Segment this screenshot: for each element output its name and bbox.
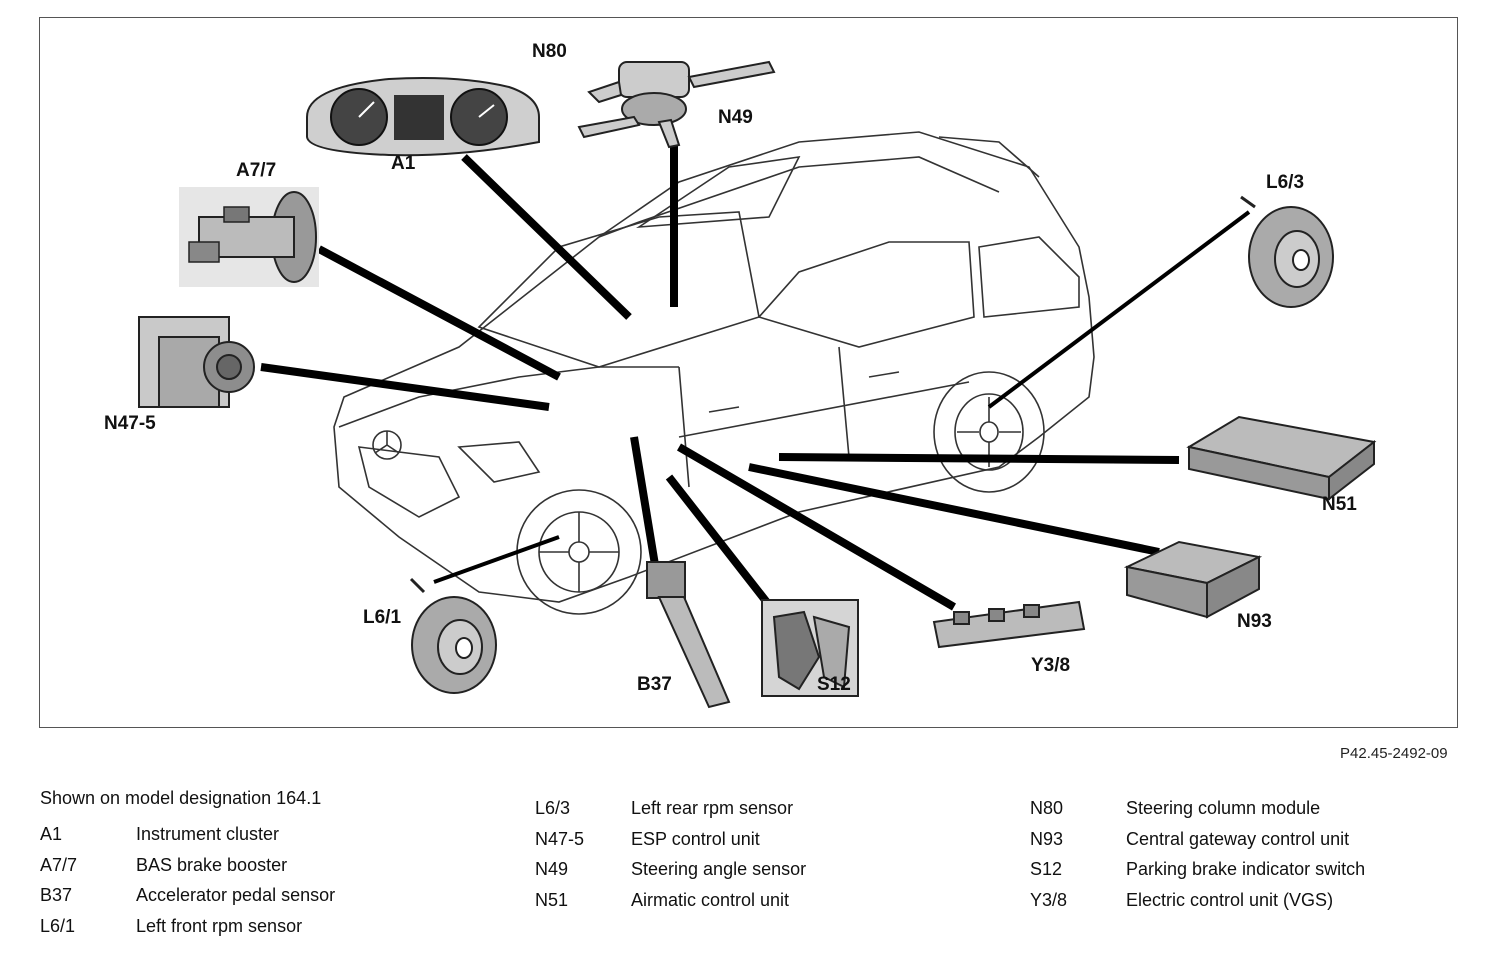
legend-desc: Steering column module [1126,798,1321,818]
legend-desc: Electric control unit (VGS) [1126,889,1334,910]
callout-n93: N93 [1237,611,1272,632]
legend-code: N49 [535,859,569,879]
legend-code: Y3/8 [1030,889,1068,910]
instrument-cluster-image [306,77,540,157]
callout-n80: N80 [532,41,567,62]
callout-a1: A1 [391,153,416,174]
legend-desc: Instrument cluster [136,824,280,844]
parking-brake-switch-image [761,599,859,697]
leader-l6-3 [987,210,1251,409]
rear-wheel [933,371,1045,493]
front-brake-disc-image [409,577,497,694]
legend-row: Y3/8 Electric control unit (VGS) [1030,890,1365,921]
legend-row: L6/3 Left rear rpm sensor [535,798,806,829]
leader-a7-7 [317,245,561,381]
legend-row: N51 Airmatic control unit [535,890,806,921]
airmatic-unit-image [1186,415,1377,502]
leader-l6-1 [433,535,560,584]
legend-desc: Parking brake indicator switch [1126,859,1366,879]
legend-code: L6/1 [40,915,76,936]
vehicle-diagram [138,60,1377,709]
callout-a7-7: A7/7 [236,160,277,181]
legend-desc: Left front rpm sensor [136,915,303,936]
legend-desc: Airmatic control unit [631,889,790,910]
callout-n47-5: N47-5 [104,413,156,434]
legend-column-2: L6/3 Left rear rpm sensor N47-5 ESP contro… [535,798,806,920]
legend-row: N80 Steering column module [1030,798,1365,829]
grille-emblem [372,430,402,460]
leader-n51 [778,453,1180,464]
leader-y3-8 [676,443,957,611]
gateway-unit-image [1123,540,1263,619]
legend-desc: Accelerator pedal sensor [136,885,336,905]
vehicle-outline [333,131,1095,603]
legend-row: S12 Parking brake indicator switch [1030,859,1365,890]
legend-row: L6/1 Left front rpm sensor [40,916,335,947]
legend-desc: BAS brake booster [136,854,288,875]
legend-row: B37 Accelerator pedal sensor [40,885,335,916]
callout-n49: N49 [718,107,753,128]
legend-code: N47-5 [535,828,585,849]
vgs-unit-image [932,600,1086,649]
legend-desc: Central gateway control unit [1126,828,1350,849]
callout-s12: S12 [817,674,851,695]
leader-lines [260,142,1251,640]
legend-desc: Left rear rpm sensor [631,798,794,818]
legend-row: A7/7 BAS brake booster [40,855,335,886]
callout-l6-3: L6/3 [1266,172,1305,193]
esp-unit-image [138,316,255,408]
model-designation: Shown on model designation 164.1 [40,788,322,808]
legend-row: A1 Instrument cluster [40,824,335,855]
legend-column-3: N80 Steering column module N93 Central gat… [1030,798,1365,920]
leader-a1 [461,154,632,320]
legend-code: S12 [1030,859,1063,879]
callout-y3-8: Y3/8 [1031,655,1071,676]
leader-b37 [630,436,661,578]
legend-code: N93 [1030,828,1064,849]
legend-row: N47-5 ESP control unit [535,829,806,860]
legend-code: L6/3 [535,798,571,818]
legend-row: N49 Steering angle sensor [535,859,806,890]
legend-desc: Steering angle sensor [631,859,807,879]
figure-reference: P42.45-2492-09 [1340,745,1448,762]
accelerator-pedal-image [646,561,731,709]
brake-booster-image [179,187,319,287]
rear-brake-disc-image [1240,195,1334,308]
legend-row: N93 Central gateway control unit [1030,829,1365,860]
legend-column-1: A1 Instrument cluster A7/7 BAS brake boost… [40,824,335,946]
leader-n93 [748,463,1160,556]
legend-code: N80 [1030,798,1064,818]
callout-b37: B37 [637,674,672,695]
leader-n47-5 [260,363,550,411]
callout-n51: N51 [1322,494,1357,515]
callout-l6-1: L6/1 [363,607,402,628]
legend-code: A1 [40,824,63,844]
legend-code: A7/7 [40,854,78,875]
legend-code: N51 [535,889,569,910]
legend-desc: ESP control unit [631,828,760,849]
steering-column-module-image [577,60,776,149]
legend-code: B37 [40,885,73,905]
